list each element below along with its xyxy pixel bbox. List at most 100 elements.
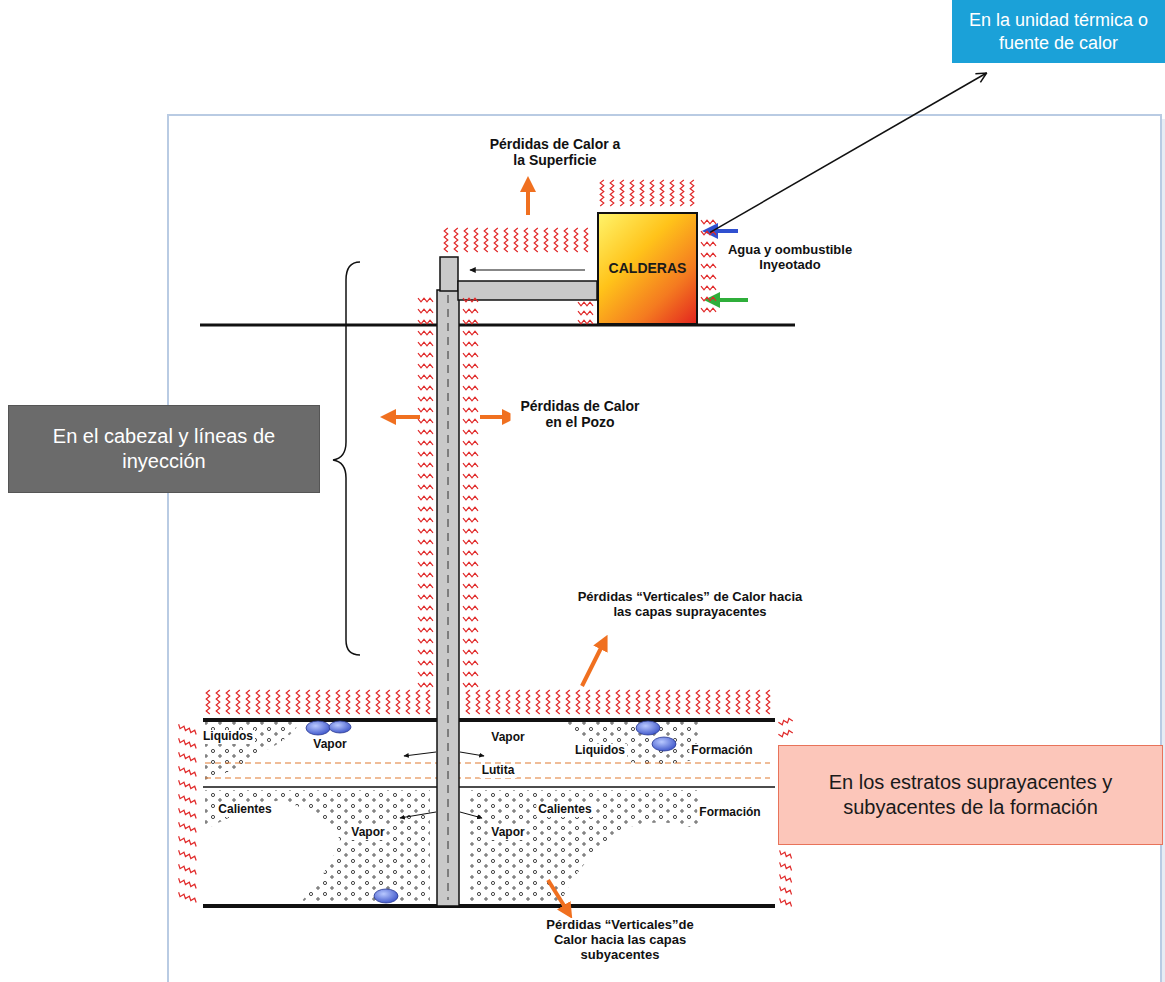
heat-mark xyxy=(366,690,370,714)
heat-mark xyxy=(686,690,690,714)
heat-mark xyxy=(463,419,478,423)
heat-mark xyxy=(418,650,433,654)
flow-arrow xyxy=(460,812,482,818)
heat-mark xyxy=(778,718,792,724)
heat-mark xyxy=(179,836,197,846)
loss-label: Agua y oombustible Inyeotado xyxy=(718,243,862,273)
heat-mark xyxy=(418,463,433,467)
heat-mark xyxy=(466,690,470,714)
gas-bubble xyxy=(306,721,330,735)
heat-mark xyxy=(463,463,478,467)
connector-arrow xyxy=(710,73,986,232)
heat-marks xyxy=(179,180,793,906)
heat-mark xyxy=(484,228,488,252)
heat-mark xyxy=(690,180,694,206)
heat-mark xyxy=(606,690,610,714)
loss-arrow xyxy=(526,184,530,215)
loss-arrow xyxy=(388,415,420,419)
heat-mark xyxy=(418,353,433,357)
heat-mark xyxy=(516,690,520,714)
node-text: En la unidad térmica o fuente de calor xyxy=(962,9,1155,54)
heat-mark xyxy=(346,690,350,714)
heat-mark xyxy=(418,595,433,599)
heat-mark xyxy=(246,690,250,714)
heat-mark xyxy=(780,886,792,894)
heat-mark xyxy=(418,628,433,632)
heat-mark xyxy=(463,309,478,313)
heat-mark xyxy=(179,822,197,832)
layer-line xyxy=(203,786,775,788)
heat-mark xyxy=(418,551,433,555)
heat-mark xyxy=(418,452,433,456)
flow-arrow xyxy=(460,752,484,756)
heat-mark xyxy=(506,690,510,714)
heat-mark xyxy=(418,386,433,390)
heat-mark xyxy=(463,342,478,346)
heat-mark xyxy=(620,180,624,206)
heat-mark xyxy=(306,690,310,714)
heat-mark xyxy=(463,606,478,610)
heat-mark xyxy=(418,496,433,500)
heat-mark xyxy=(286,690,290,714)
heat-mark xyxy=(276,690,280,714)
heat-mark xyxy=(418,584,433,588)
heat-mark xyxy=(780,874,792,882)
loss-label: Pérdidas de Calor en el Pozo xyxy=(511,398,650,430)
heat-mark xyxy=(701,242,716,246)
gas-bubble xyxy=(636,721,660,735)
heat-mark xyxy=(701,308,716,312)
heat-mark xyxy=(179,892,197,902)
loss-label: Pérdidas “Verticales” de Calor hacia las… xyxy=(571,590,810,620)
heat-mark xyxy=(179,878,197,888)
heat-mark xyxy=(494,228,498,252)
heat-mark xyxy=(226,690,230,714)
heat-mark xyxy=(463,573,478,577)
zone-label: Calientes xyxy=(216,803,273,817)
heat-mark xyxy=(504,228,508,252)
heat-mark xyxy=(463,628,478,632)
heat-mark xyxy=(578,311,593,315)
heat-mark xyxy=(584,228,588,252)
heat-mark xyxy=(756,690,760,714)
wellhead xyxy=(440,257,458,291)
heat-mark xyxy=(630,180,634,206)
heat-mark xyxy=(418,518,433,522)
heat-mark xyxy=(256,690,260,714)
gas-bubble xyxy=(374,889,398,903)
heat-mark xyxy=(780,850,792,858)
heat-mark xyxy=(463,584,478,588)
heat-mark xyxy=(418,320,433,324)
heat-mark xyxy=(463,639,478,643)
zone-label: Vapor xyxy=(489,731,526,745)
loss-label: Pérdidas “Verticales”de Calor hacia las … xyxy=(528,918,712,963)
heat-mark xyxy=(526,690,530,714)
layer-line xyxy=(203,904,775,908)
zone-label: Formación xyxy=(697,806,762,820)
heat-mark xyxy=(236,690,240,714)
zone-label: Calientes xyxy=(536,803,593,817)
heat-mark xyxy=(701,275,716,279)
heat-mark xyxy=(746,690,750,714)
heat-mark xyxy=(418,364,433,368)
zone-label: Formación xyxy=(689,744,754,758)
loss-label: Pérdidas de Calor a la Superficie xyxy=(486,136,625,168)
heat-mark xyxy=(578,320,593,324)
heat-mark xyxy=(416,690,420,714)
heat-mark xyxy=(463,452,478,456)
heat-mark xyxy=(179,780,197,790)
zone-label: Vapor xyxy=(311,738,348,752)
heat-mark xyxy=(701,253,716,257)
panel xyxy=(168,115,1161,982)
heat-mark xyxy=(444,228,448,252)
heat-mark xyxy=(418,474,433,478)
callout-box: En el cabezal y líneas de inyección xyxy=(8,405,320,493)
layer-line xyxy=(203,718,775,722)
heat-mark xyxy=(418,540,433,544)
injection-line xyxy=(458,281,597,300)
heat-mark xyxy=(463,430,478,434)
heat-mark xyxy=(418,661,433,665)
gas-bubble xyxy=(652,737,676,751)
heat-mark xyxy=(454,228,458,252)
heat-mark xyxy=(778,730,792,736)
ground-line xyxy=(200,324,795,327)
